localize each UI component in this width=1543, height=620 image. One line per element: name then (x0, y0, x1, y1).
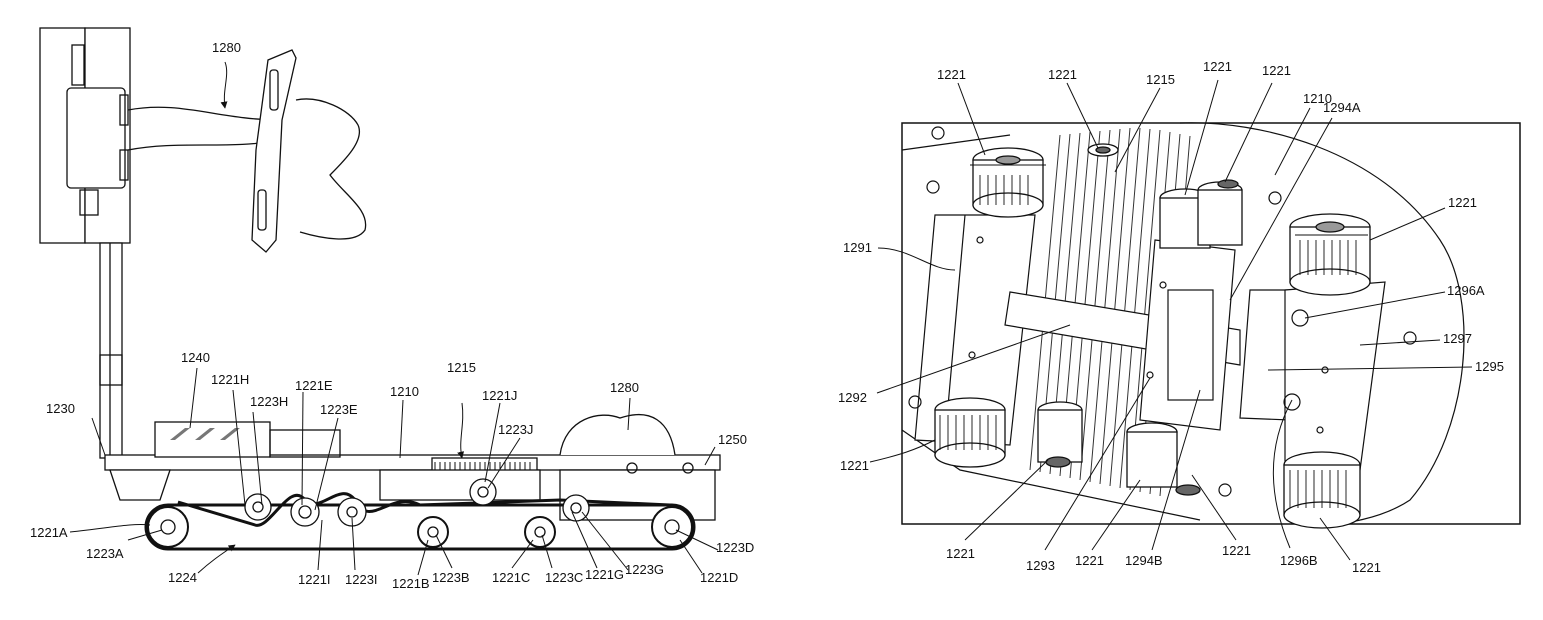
label-1215: 1215 (447, 360, 476, 375)
label-1296B: 1296B (1280, 553, 1318, 568)
label-1221-f: 1221 (840, 458, 869, 473)
label-1221-b: 1221 (1048, 67, 1077, 82)
left-labels: 1280 1240 1221H 1221E 1210 1215 1280 123… (30, 40, 754, 591)
label-1221-i: 1221 (1222, 543, 1251, 558)
label-1280-top: 1280 (212, 40, 241, 55)
label-1221-g: 1221 (946, 546, 975, 561)
label-1221H: 1221H (211, 372, 249, 387)
label-1224: 1224 (168, 570, 197, 585)
label-1221-a: 1221 (937, 67, 966, 82)
label-1210: 1210 (1303, 91, 1332, 106)
label-1294B: 1294B (1125, 553, 1163, 568)
rollers (147, 478, 693, 548)
label-1221A: 1221A (30, 525, 68, 540)
right-figure (901, 122, 1521, 529)
label-1223J: 1223J (498, 422, 533, 437)
pulleys (934, 143, 1371, 529)
label-1291: 1291 (843, 240, 872, 255)
label-1223A: 1223A (86, 546, 124, 561)
label-1223I: 1223I (345, 572, 378, 587)
label-1294A: 1294A (1323, 100, 1361, 115)
drive-belt (177, 492, 671, 527)
label-1223E: 1223E (320, 402, 358, 417)
label-1221B: 1221B (392, 576, 430, 591)
label-1223H: 1223H (250, 394, 288, 409)
label-1223C: 1223C (545, 570, 583, 585)
label-1223D: 1223D (716, 540, 754, 555)
right-labels: 1221 1221 1215 1221 1221 1210 1294A 1291… (838, 59, 1504, 575)
track-belt (144, 503, 696, 551)
label-1296A: 1296A (1447, 283, 1485, 298)
label-1295: 1295 (1475, 359, 1504, 374)
label-1221-c: 1221 (1203, 59, 1232, 74)
label-1250: 1250 (718, 432, 747, 447)
left-figure (39, 27, 721, 551)
label-1221D: 1221D (700, 570, 738, 585)
label-1221C: 1221C (492, 570, 530, 585)
left-leaders (69, 61, 719, 576)
label-1293: 1293 (1026, 558, 1055, 573)
label-1223G: 1223G (625, 562, 664, 577)
mast (99, 242, 123, 459)
label-1221-e: 1221 (1448, 195, 1477, 210)
label-1223B: 1223B (432, 570, 470, 585)
label-1221G: 1221G (585, 567, 624, 582)
label-1210: 1210 (390, 384, 419, 399)
label-1297: 1297 (1443, 331, 1472, 346)
label-1221J: 1221J (482, 388, 517, 403)
label-1221-h: 1221 (1075, 553, 1104, 568)
label-1221I: 1221I (298, 572, 331, 587)
label-1292: 1292 (838, 390, 867, 405)
arm-cuff (251, 49, 297, 253)
hand-outline (295, 98, 367, 240)
label-1230: 1230 (46, 401, 75, 416)
right-leaders (869, 79, 1473, 561)
label-1240: 1240 (181, 350, 210, 365)
label-1221-j: 1221 (1352, 560, 1381, 575)
label-1221-d: 1221 (1262, 63, 1291, 78)
label-1221E: 1221E (295, 378, 333, 393)
label-1215: 1215 (1146, 72, 1175, 87)
label-1280-right: 1280 (610, 380, 639, 395)
